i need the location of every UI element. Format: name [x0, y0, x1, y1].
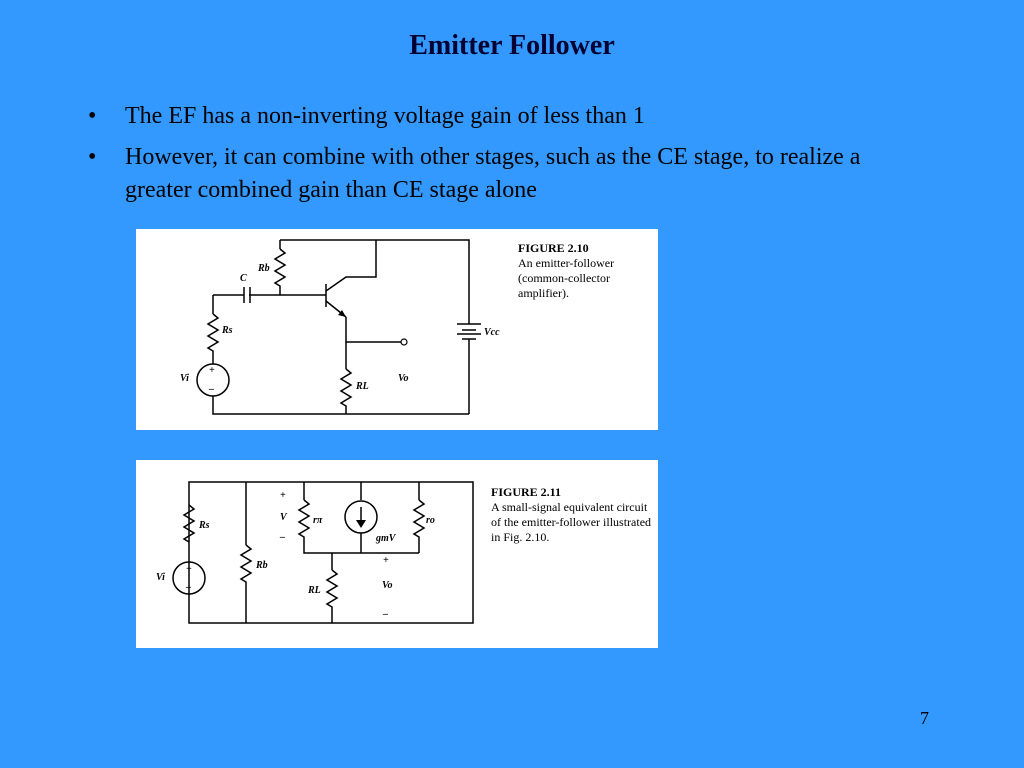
wire-top: [188, 481, 474, 624]
label-rb: Rb: [257, 263, 270, 274]
caption-title: FIGURE 2.11: [491, 485, 562, 499]
slide-title: Emitter Follower: [409, 30, 615, 61]
bullet-text: The EF has a non-inverting voltage gain …: [125, 103, 645, 129]
label-rb: Rb: [255, 560, 268, 571]
label-vcc: Vcc: [484, 327, 500, 338]
bullet-item: • The EF has a non-inverting voltage gai…: [88, 100, 918, 133]
label-gmv: gmV: [375, 533, 397, 544]
resistor-rl: [339, 368, 353, 414]
label-vi: Vi: [156, 572, 165, 583]
label-rs: Rs: [221, 325, 233, 336]
bullet-marker: •: [88, 103, 97, 129]
label-rl: RL: [307, 585, 321, 596]
caption-title: FIGURE 2.10: [518, 241, 589, 255]
label-ro: ro: [426, 515, 435, 526]
resistor-rb: [239, 544, 253, 623]
caption-text: A small-signal equivalent circuit of the…: [491, 500, 652, 544]
small-signal-schematic: Rs Vi + – Rb rπ + V – gmV ro RL + Vo –: [156, 481, 474, 624]
label-rpi: rπ: [313, 515, 323, 526]
page-number: 7: [920, 708, 929, 728]
bullet-item: • However, it can combine with other sta…: [88, 141, 918, 207]
source-vi: [172, 561, 206, 595]
label-minus: –: [185, 582, 191, 593]
resistor-rl: [325, 569, 339, 623]
wire-vi-bottom: [212, 396, 469, 415]
bullet-marker: •: [88, 144, 97, 170]
label-vo: Vo: [398, 373, 409, 384]
label-vi: Vi: [180, 373, 189, 384]
label-c: C: [240, 273, 247, 284]
figure-2-10-panel: Rb C Rs Vi + – RL Vo Vcc FIGURE 2.10 An …: [136, 229, 658, 430]
resistor-rs: [206, 313, 220, 364]
resistor-rs: [182, 504, 196, 543]
transistor-collector: [325, 240, 377, 292]
emitter-arrow: [338, 310, 346, 317]
label-minus: –: [208, 384, 214, 395]
label-v-minus: –: [279, 532, 285, 543]
figure-2-10-caption: FIGURE 2.10 An emitter-follower (common-…: [518, 241, 653, 301]
emitter-follower-schematic: Rb C Rs Vi + – RL Vo Vcc: [180, 239, 500, 415]
label-vo-minus: –: [382, 609, 388, 620]
bullet-text: However, it can combine with other stage…: [125, 144, 861, 203]
bullet-list: • The EF has a non-inverting voltage gai…: [88, 100, 918, 215]
wire-emitter: [345, 317, 403, 343]
label-plus: +: [186, 564, 192, 575]
label-rs: Rs: [198, 520, 210, 531]
label-rl: RL: [355, 381, 369, 392]
resistor-rb: [273, 248, 287, 295]
figure-2-11-caption: FIGURE 2.11 A small-signal equivalent ci…: [491, 485, 656, 545]
output-terminal: [400, 338, 408, 346]
resistor-ro: [412, 499, 426, 553]
label-vo-plus: +: [383, 555, 389, 566]
label-vo: Vo: [382, 580, 393, 591]
wire-top-rail: [280, 239, 470, 324]
label-plus: +: [209, 365, 215, 376]
label-v: V: [280, 512, 288, 523]
caption-text: An emitter-follower (common-collector am…: [518, 256, 615, 300]
label-v-plus: +: [280, 490, 286, 501]
figure-2-11-panel: Rs Vi + – Rb rπ + V – gmV ro RL + Vo – F…: [136, 460, 658, 648]
current-arrow-head: [356, 520, 366, 528]
resistor-rpi: [297, 499, 419, 554]
